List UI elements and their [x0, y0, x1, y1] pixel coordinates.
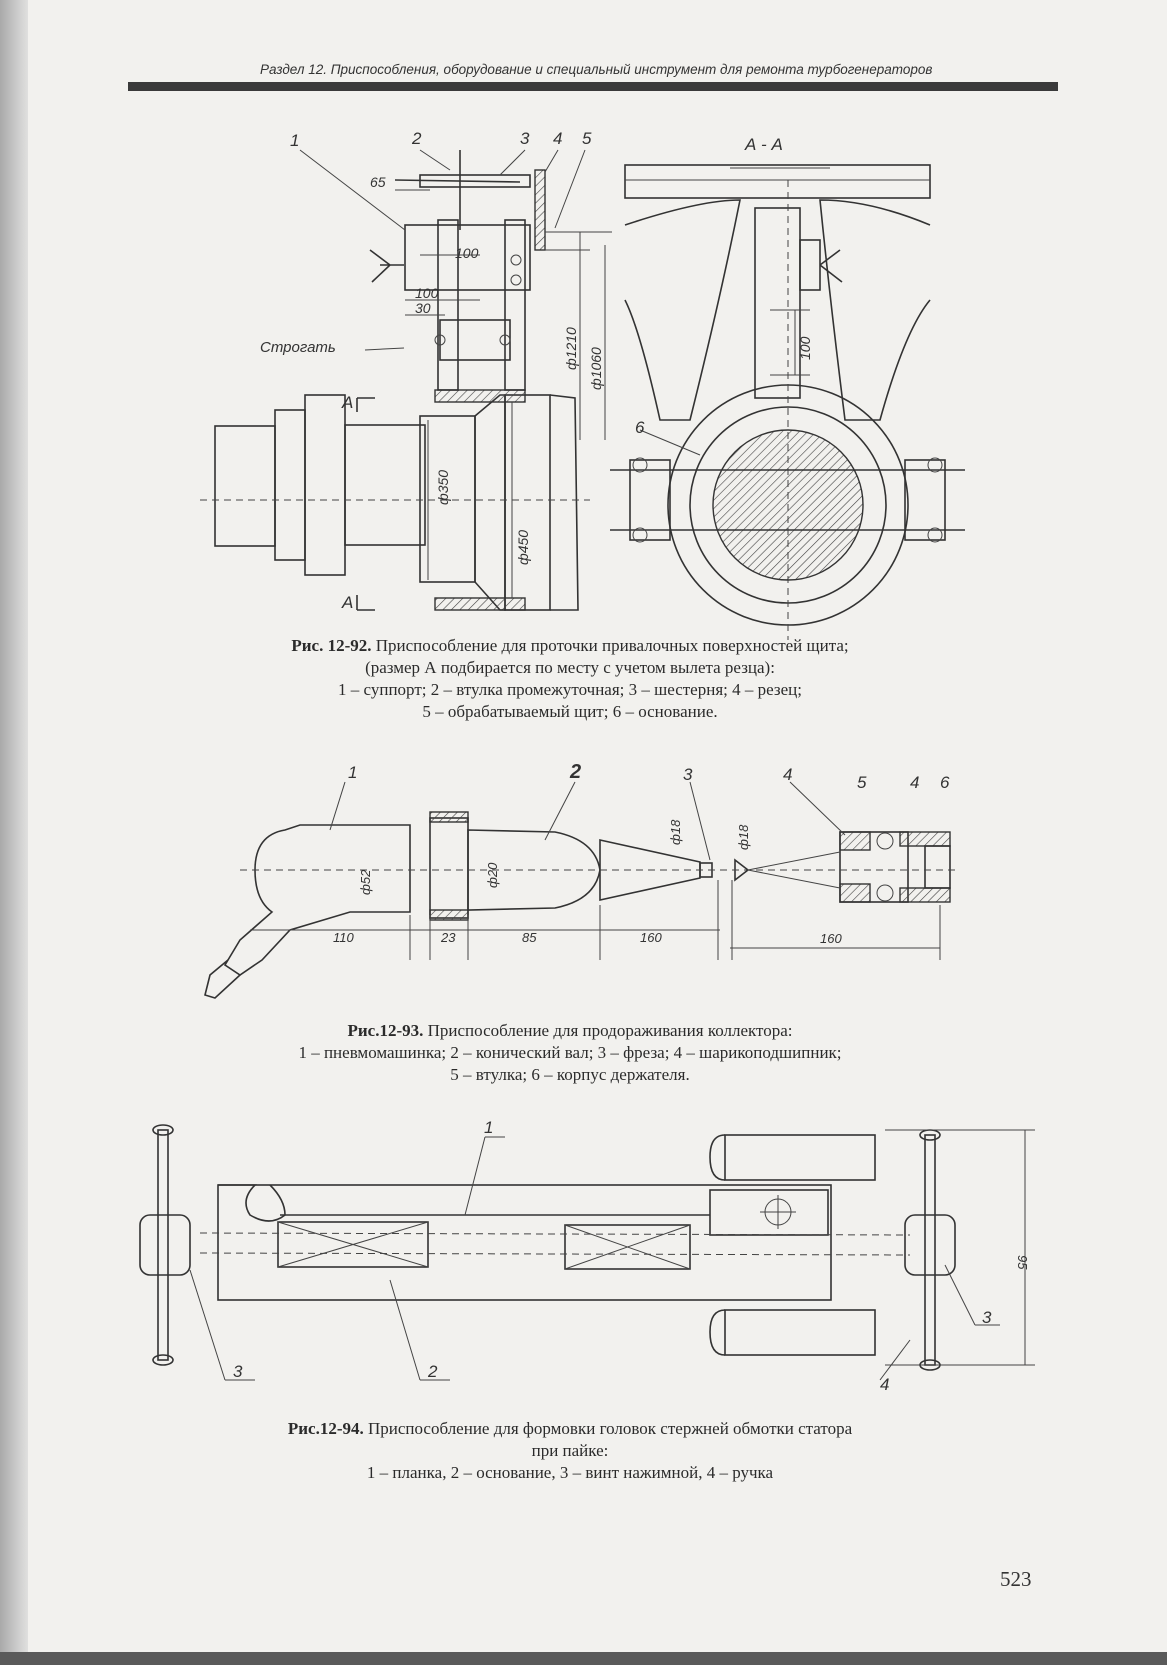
fig92-front-view: [200, 149, 612, 611]
fig93-dim-160b: 160: [820, 931, 842, 946]
fig92-section-title: А - А: [744, 135, 783, 154]
fig92-label-5: 5: [582, 129, 592, 148]
fig92-caption-title: Рис. 12-92.: [291, 636, 372, 655]
fig93-label-2: 2: [569, 761, 581, 783]
header-rule: [128, 82, 1058, 91]
fig92-dim-100-a: 100: [455, 245, 479, 261]
fig93-caption: Рис.12-93. Приспособление для продоражив…: [130, 1020, 1010, 1086]
fig94-caption-line1: Приспособление для формовки головок стер…: [363, 1419, 853, 1438]
fig94-label-2: 2: [427, 1362, 438, 1381]
fig93-dim-110: 110: [333, 930, 354, 945]
fig94-dim-95: 95: [1015, 1255, 1030, 1270]
fig94-label-4: 4: [880, 1375, 889, 1394]
figure-12-92: 1 2 3 4 5 6 А А А - А 65 100 100 30 Стро…: [200, 129, 965, 640]
fig92-caption-line1: Приспособление для проточки привалочных …: [371, 636, 849, 655]
fig92-dim-100-b: 100: [415, 285, 439, 301]
book-page: [28, 0, 1167, 1665]
fig92-caption-line4: 5 – обрабатываемый щит; 6 – основание.: [422, 702, 718, 721]
book-spine-shadow: [0, 0, 32, 1665]
fig93-caption-line3: 5 – втулка; 6 – корпус держателя.: [450, 1065, 690, 1084]
fig94-label-1: 1: [484, 1118, 493, 1137]
fig93-caption-line1: Приспособление для продораживания коллек…: [423, 1021, 793, 1040]
fig93-label-4a: 4: [783, 765, 792, 784]
fig93-dim-20: ф20: [485, 862, 500, 888]
fig93-dim-85: 85: [522, 930, 537, 945]
fig92-section-aa: [610, 164, 965, 640]
fig92-dim-1060: ф1060: [588, 347, 604, 390]
fig92-dim-30: 30: [415, 300, 431, 316]
fig92-dim-450: ф450: [515, 530, 531, 565]
fig94-label-3a: 3: [233, 1362, 243, 1381]
fig92-dim-1210: ф1210: [563, 327, 579, 370]
fig92-label-3: 3: [520, 129, 530, 148]
fig93-label-4b: 4: [910, 773, 919, 792]
fig93-dim-52: ф52: [358, 869, 373, 895]
fig92-label-a-bottom: А: [341, 593, 353, 612]
fig92-dim-65: 65: [370, 174, 386, 190]
figure-12-94: 1 2 3 3 4 95: [139, 1118, 1035, 1394]
fig92-dim-350: ф350: [435, 470, 451, 505]
fig92-label-a-top: А: [341, 393, 353, 412]
fig94-caption: Рис.12-94. Приспособление для формовки г…: [130, 1418, 1010, 1484]
fig92-label-2: 2: [411, 129, 422, 148]
fig92-dim-100-c: 100: [797, 336, 813, 360]
fig92-label-4: 4: [553, 129, 562, 148]
fig93-label-5: 5: [857, 773, 867, 792]
fig92-strogat: Строгать: [260, 339, 336, 356]
fig92-caption-line2: (размер А подбирается по месту с учетом …: [365, 658, 775, 677]
page-bottom-edge: [0, 1652, 1167, 1665]
fig93-dim-18a: ф18: [668, 819, 683, 845]
fig94-caption-line2: при пайке:: [531, 1441, 609, 1460]
running-header: Раздел 12. Приспособления, оборудование …: [260, 62, 933, 77]
fig94-label-3b: 3: [982, 1308, 992, 1327]
fig93-caption-title: Рис.12-93.: [347, 1021, 424, 1040]
figure-12-93: 1 2 3 4 5 4 6 ф52 ф20 ф18 ф18 110 23 85 …: [204, 761, 960, 999]
fig93-drawing: [204, 781, 960, 999]
fig93-dim-18b: ф18: [736, 824, 751, 850]
fig92-label-6: 6: [635, 418, 645, 437]
fig94-caption-title: Рис.12-94.: [287, 1419, 364, 1438]
fig93-label-3: 3: [683, 765, 693, 784]
fig92-label-1: 1: [290, 131, 299, 150]
fig93-label-1: 1: [348, 763, 357, 782]
page-number: 523: [1000, 1567, 1032, 1591]
fig93-dim-23: 23: [440, 930, 456, 945]
fig93-caption-line2: 1 – пневмомашинка; 2 – конический вал; 3…: [298, 1043, 842, 1062]
fig93-label-6: 6: [940, 773, 950, 792]
fig94-drawing: [139, 1124, 1035, 1381]
fig94-caption-line3: 1 – планка, 2 – основание, 3 – винт нажи…: [366, 1463, 774, 1482]
fig93-dim-160a: 160: [640, 930, 662, 945]
fig92-caption: Рис. 12-92. Приспособление для проточки …: [130, 635, 1010, 723]
fig92-caption-line3: 1 – суппорт; 2 – втулка промежуточная; 3…: [338, 680, 802, 699]
